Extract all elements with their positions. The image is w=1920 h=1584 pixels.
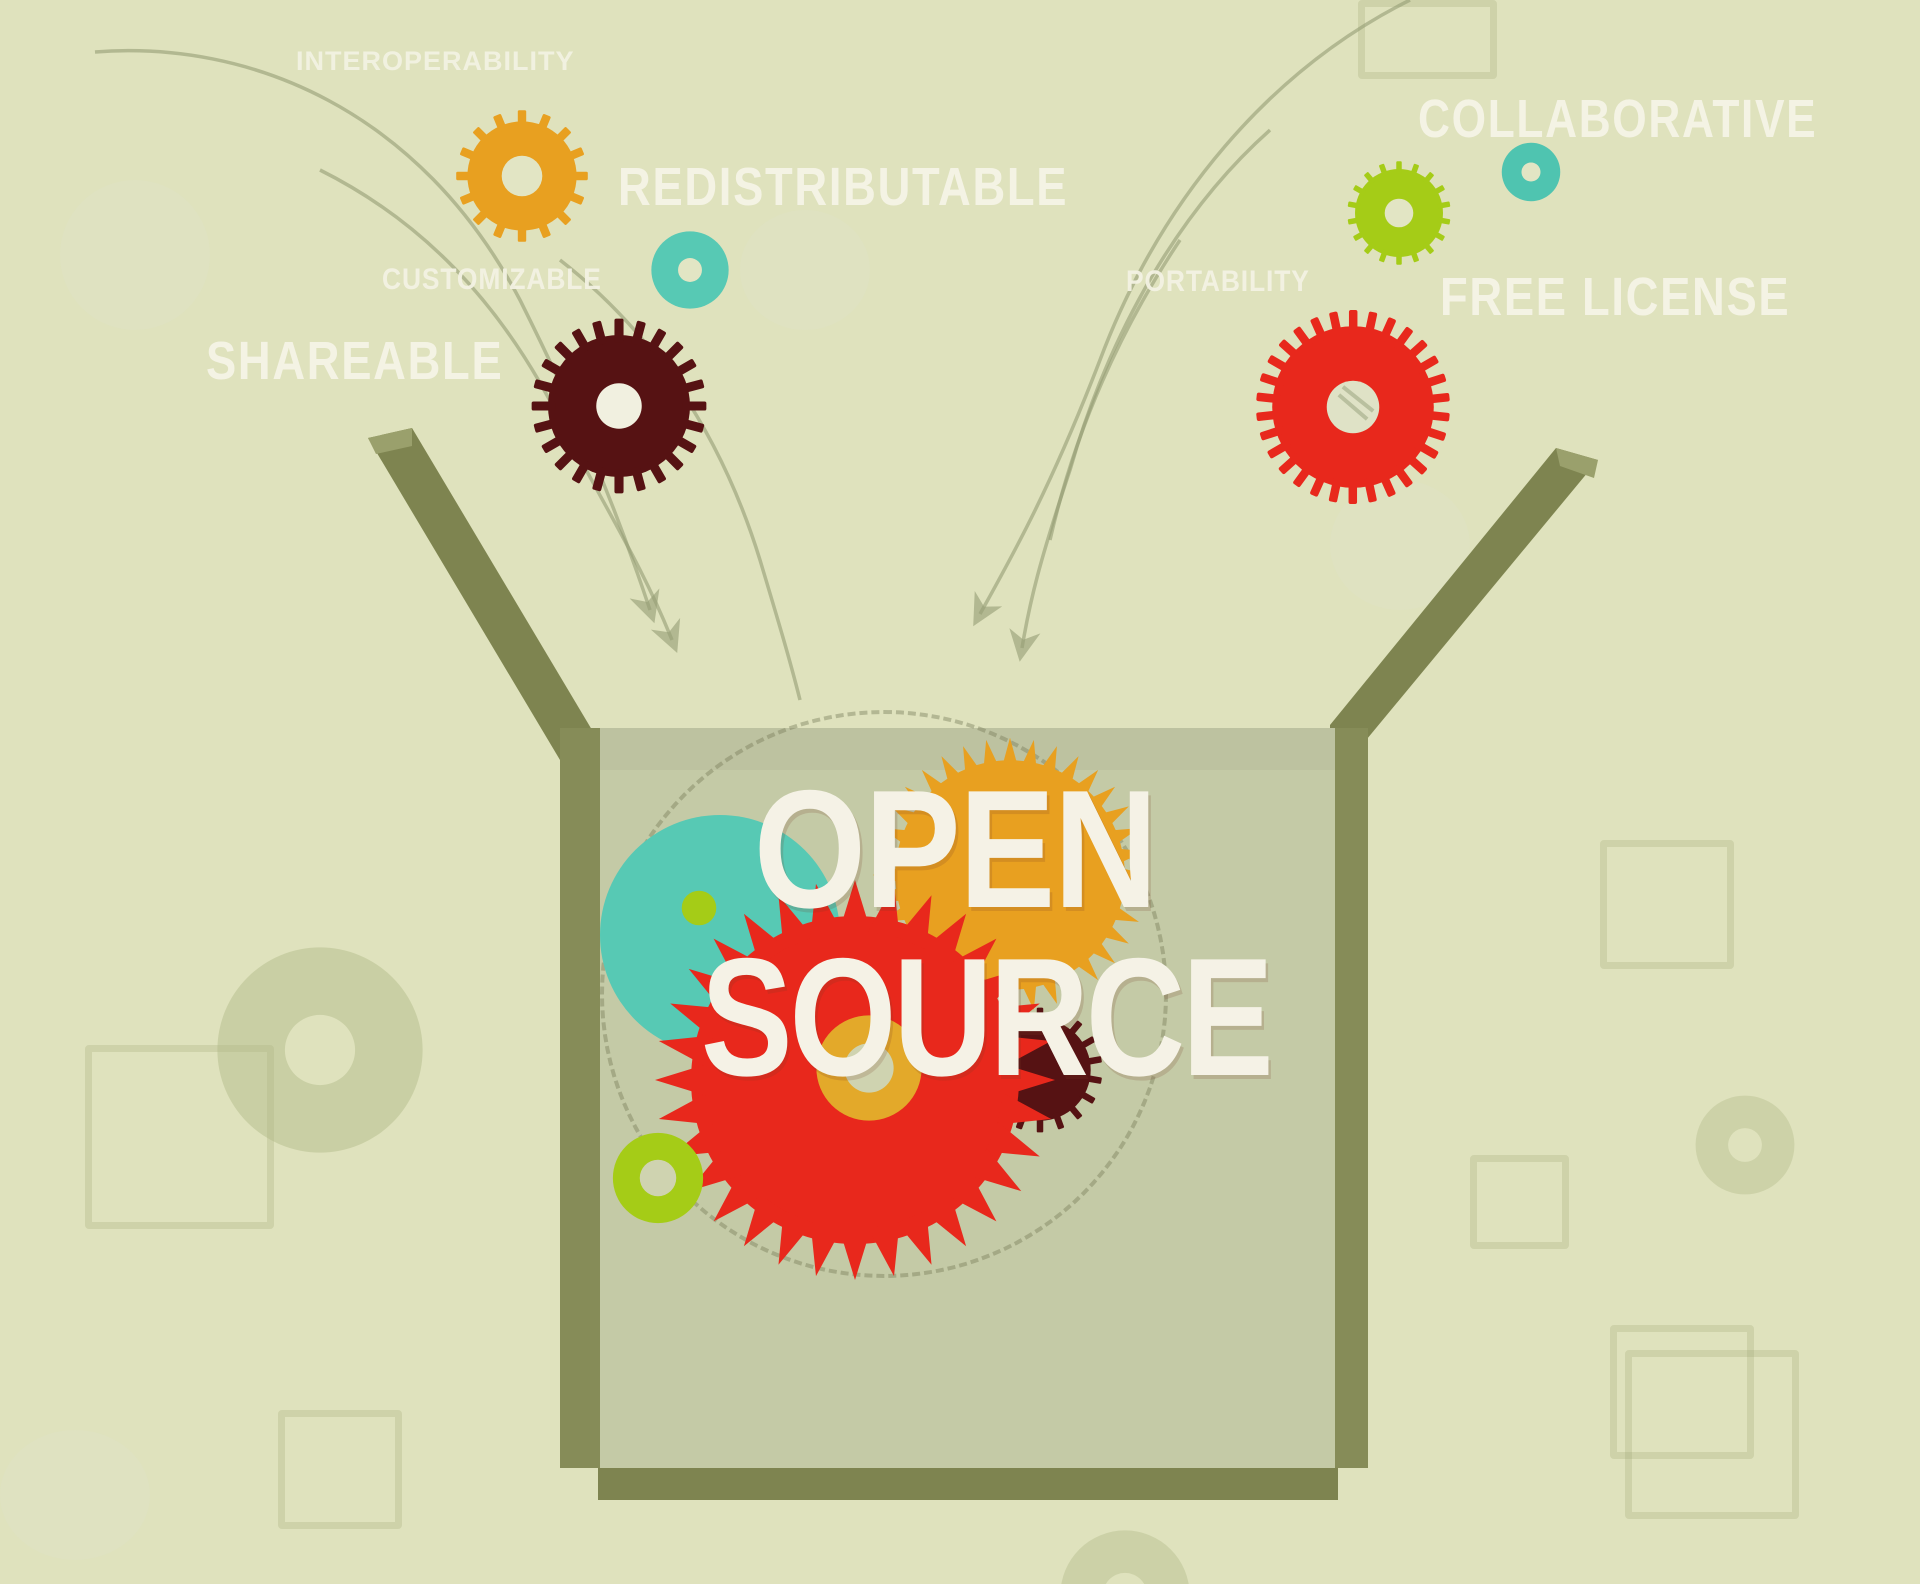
logo-lime-dot — [681, 890, 717, 926]
box-flap-right — [1330, 448, 1598, 745]
logo-yellow-ring — [816, 1015, 922, 1121]
label-interoperability: INTEROPERABILITY — [296, 46, 575, 76]
box-edge-right — [1335, 728, 1368, 1468]
label-portability: PORTABILITY — [1126, 265, 1310, 298]
box-flap-left — [368, 428, 598, 760]
logo-word-source: SOURCE — [700, 923, 1274, 1111]
dashed-circle-outline — [600, 710, 1168, 1278]
red-gear — [1256, 310, 1450, 504]
lime-gear — [1347, 161, 1451, 265]
box-edge-left — [560, 728, 600, 1468]
maroon-gear — [531, 318, 707, 494]
teal-gear-tiny — [1501, 142, 1561, 202]
teal-gear-small — [651, 231, 729, 309]
label-free-license: FREE LICENSE — [1440, 267, 1791, 327]
open-source-logo: OPEN SOURCE — [600, 710, 1274, 1280]
logo-word-open: OPEN — [753, 755, 1158, 943]
box-bottom-edge — [598, 1468, 1338, 1500]
label-shareable: SHAREABLE — [206, 331, 504, 391]
label-customizable: CUSTOMIZABLE — [382, 263, 602, 296]
logo-lime-ring-bottom — [612, 1132, 704, 1224]
orange-gear — [456, 110, 588, 242]
label-collaborative: COLLABORATIVE — [1418, 89, 1818, 149]
label-redistributable: REDISTRIBUTABLE — [618, 157, 1069, 217]
